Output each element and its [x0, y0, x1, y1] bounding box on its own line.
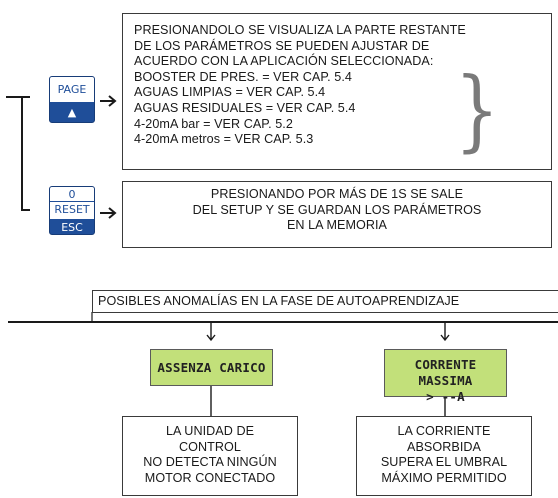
- anomaly-branch-1: [206, 322, 216, 342]
- info-line: AGUAS RESIDUALES = VER CAP. 5.4: [134, 100, 356, 115]
- anomaly-branch-2: [440, 322, 450, 342]
- page-bracket-line: [6, 96, 30, 211]
- anomaly-description-box: LA CORRIENTE ABSORBIDA SUPERA EL UMBRAL …: [356, 416, 532, 496]
- reset-info-box: PRESIONANDO POR MÁS DE 1S SE SALE DEL SE…: [122, 181, 552, 248]
- lcd-display-no-load: ASSENZA CARICO: [150, 349, 273, 386]
- page-arrow: [100, 95, 117, 107]
- info-line: PRESIONANDOLO SE VISUALIZA LA PARTE REST…: [134, 23, 466, 37]
- reset-arrow: [100, 207, 117, 219]
- reset-key-label: RESET: [50, 201, 94, 219]
- lcd-text: CORRENTE MASSIMA: [414, 357, 477, 388]
- description-line: MOTOR CONECTADO: [144, 470, 276, 485]
- reset-esc-key[interactable]: 0 RESET ESC: [49, 186, 95, 235]
- info-line: 4-20mA metros = VER CAP. 5.3: [134, 132, 314, 147]
- info-line: AGUAS LIMPIAS = VER CAP. 5.4: [134, 85, 326, 100]
- reset-key-zero: 0: [50, 187, 94, 201]
- right-curly-brace-icon: }: [454, 58, 500, 161]
- page-key-label: PAGE: [50, 77, 94, 102]
- info-line: DE LOS PARÁMETROS SE PUEDEN AJUSTAR DE: [134, 38, 430, 53]
- info-line: BOOSTER DE PRES. = VER CAP. 5.4: [134, 69, 352, 84]
- anomaly-description-box: LA UNIDAD DE CONTROL NO DETECTA NINGÚN M…: [122, 416, 298, 496]
- description-line: CONTROL: [179, 439, 241, 454]
- reset-info-line: PRESIONANDO POR MÁS DE 1S SE SALE: [210, 187, 464, 201]
- info-line: ACUERDO CON LA APLICACIÓN SELECCIONADA:: [134, 54, 434, 69]
- lcd-display-max-current: CORRENTE MASSIMA > --A: [384, 349, 507, 404]
- reset-info-line: EN LA MEMORIA: [286, 218, 388, 233]
- description-line: SUPERA EL UMBRAL: [380, 455, 508, 470]
- up-triangle-icon: ▲: [67, 106, 77, 119]
- description-line: NO DETECTA NINGÚN: [143, 455, 277, 470]
- reset-info-line: DEL SETUP Y SE GUARDAN LOS PARÁMETROS: [192, 202, 482, 217]
- description-line: LA CORRIENTE: [397, 424, 491, 438]
- anomalies-title: POSIBLES ANOMALÍAS EN LA FASE DE AUTOAPR…: [98, 294, 460, 308]
- description-line: ABSORBIDA: [407, 439, 481, 454]
- description-line: MÁXIMO PERMITIDO: [381, 470, 507, 485]
- parameters-info-box: PRESIONANDOLO SE VISUALIZA LA PARTE REST…: [122, 13, 552, 170]
- esc-key-label: ESC: [61, 221, 83, 234]
- description-line: LA UNIDAD DE: [165, 424, 255, 438]
- info-line: 4-20mA bar = VER CAP. 5.2: [134, 116, 293, 131]
- page-key[interactable]: PAGE ▲: [49, 76, 95, 123]
- anomalies-title-box: POSIBLES ANOMALÍAS EN LA FASE DE AUTOAPR…: [92, 290, 558, 313]
- lcd-text: > --A: [426, 389, 465, 404]
- lcd-text: ASSENZA CARICO: [157, 360, 266, 375]
